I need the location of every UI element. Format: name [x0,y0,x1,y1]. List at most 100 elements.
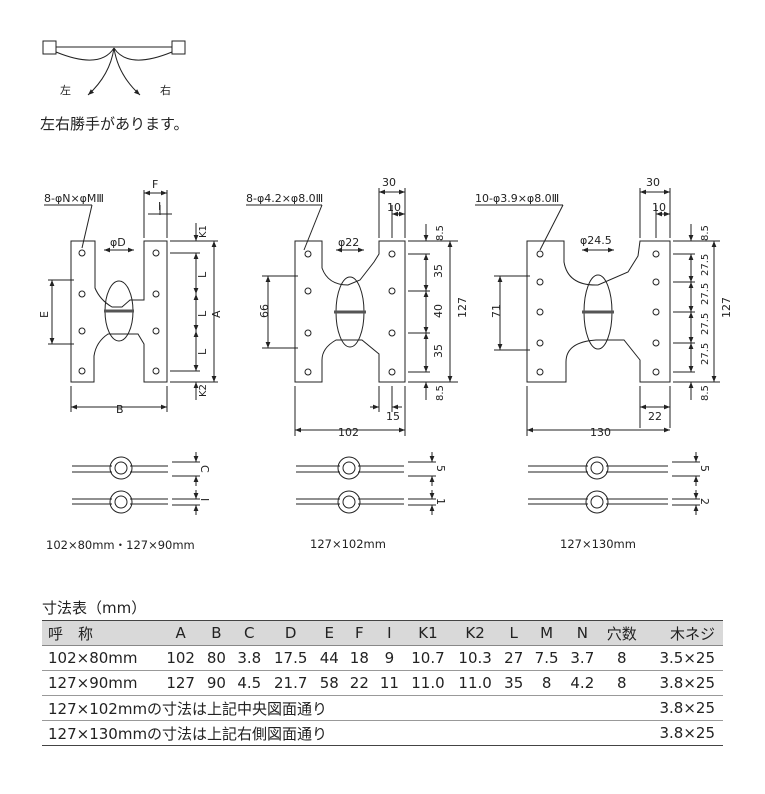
dim-B: B [116,403,124,416]
right-dim-27.5-d: 27.5 [700,343,711,365]
hinge-plate-outline [294,240,406,383]
right-dim-27.5-a: 27.5 [700,254,711,276]
col-name: 呼 称 [42,620,160,646]
right-dim-10: 10 [652,201,666,214]
dim-L-2: L [196,310,209,317]
right-swing-arrow [113,47,173,96]
middle-dim-30: 30 [382,176,396,189]
cell: 8 [528,670,565,696]
right-label: 右 [160,83,171,97]
dim-L-3: L [196,348,209,355]
right-dim-8.5-top: 8.5 [700,225,711,241]
caption-127x130: 127×130mm [560,537,636,551]
col-F: F [344,620,375,646]
dim-C: C [198,465,211,473]
table-row: 102×80mm 102 80 3.8 17.5 44 18 9 10.7 10… [42,645,723,671]
right-dim-22: 22 [648,410,662,423]
dim-E: E [38,311,51,318]
cell: 35 [498,670,529,696]
cell: 3.7 [564,645,601,671]
col-E: E [314,620,345,646]
col-B: B [201,620,232,646]
right-dim-5: 5 [698,465,711,472]
cell: 27 [498,645,529,671]
note-screw: 3.8×25 [643,720,723,746]
dim-F: F [152,178,158,191]
cell: 11.0 [404,670,452,696]
middle-dim-66: 66 [258,304,271,318]
cell: 9 [374,645,405,671]
cell: 21.7 [267,670,315,696]
cell: 80 [201,645,232,671]
cell-screw: 3.8×25 [643,670,723,696]
left-label: 左 [60,84,71,97]
right-dim-27.5-c: 27.5 [700,313,711,335]
right-hole-callout: 10-φ3.9×φ8.0Ⅲ [475,192,559,205]
table-note-row: 127×130mmの寸法は上記右側図面通り 3.8×25 [42,720,723,746]
hinge-plate-outline [526,240,671,383]
middle-dim-40: 40 [432,304,445,318]
left-frame-box [42,40,57,55]
cell: 90 [201,670,232,696]
cell: 4.2 [564,670,601,696]
table-header-row: 呼 称 A B C D E F I K1 K2 L M N 穴数 木ネジ [42,620,723,646]
right-frame-box [171,40,186,55]
cell: 11 [374,670,405,696]
cell: 22 [344,670,375,696]
note-screw: 3.8×25 [643,695,723,721]
hinge-127x130 [475,188,720,515]
cell: 58 [314,670,345,696]
dim-phiD: φD [110,236,126,249]
cell: 4.5 [231,670,268,696]
middle-dim-phi22: φ22 [338,236,359,249]
right-dim-30: 30 [646,176,660,189]
col-C: C [231,620,268,646]
cell: 11.0 [451,670,499,696]
col-I: I [374,620,405,646]
middle-dim-1: 1 [434,498,447,505]
table-title: 寸法表（mm） [42,599,147,617]
screw-holes [304,250,396,376]
col-N: N [564,620,601,646]
caption-general: 102×80mm・127×90mm [46,538,195,552]
cell-name: 102×80mm [42,645,160,671]
dimension-table: 呼 称 A B C D E F I K1 K2 L M N 穴数 木ネジ 102… [42,620,723,746]
middle-dim-35-a: 35 [432,264,445,278]
col-K2: K2 [451,620,499,646]
middle-dim-15: 15 [386,410,400,423]
middle-dim-102: 102 [338,426,359,439]
table-note-row: 127×102mmの寸法は上記中央図面通り 3.8×25 [42,695,723,721]
cell: 3.8 [231,645,268,671]
middle-dim-5: 5 [434,465,447,472]
cell: 8 [600,670,644,696]
col-screw: 木ネジ [643,620,723,646]
cell-screw: 3.5×25 [643,645,723,671]
middle-dim-10: 10 [387,201,401,214]
note-text: 127×130mmの寸法は上記右側図面通り [42,720,644,746]
dim-L-1: L [196,271,209,278]
col-A: A [159,620,202,646]
dim-I: I [158,200,161,213]
col-holes: 穴数 [600,620,644,646]
cell: 8 [600,645,644,671]
middle-dim-8.5-top: 8.5 [435,225,446,241]
cell: 102 [159,645,202,671]
handing-diagram [42,40,186,96]
right-dim-8.5-bottom: 8.5 [700,385,711,401]
cell: 127 [159,670,202,696]
right-dim-27.5-b: 27.5 [700,283,711,305]
caption-127x102: 127×102mm [310,537,386,551]
col-L: L [498,620,529,646]
col-K1: K1 [404,620,452,646]
general-hole-callout: 8-φN×φMⅢ [44,192,104,205]
cell: 10.7 [404,645,452,671]
middle-hole-callout: 8-φ4.2×φ8.0Ⅲ [246,192,323,205]
screw-holes [536,250,660,376]
dim-K2: K2 [198,384,209,397]
hinge-plate-outline [70,240,168,383]
right-dim-phi24.5: φ24.5 [580,234,612,247]
middle-dim-35-b: 35 [432,344,445,358]
right-dim-130: 130 [590,426,611,439]
dim-K1: K1 [198,225,209,238]
